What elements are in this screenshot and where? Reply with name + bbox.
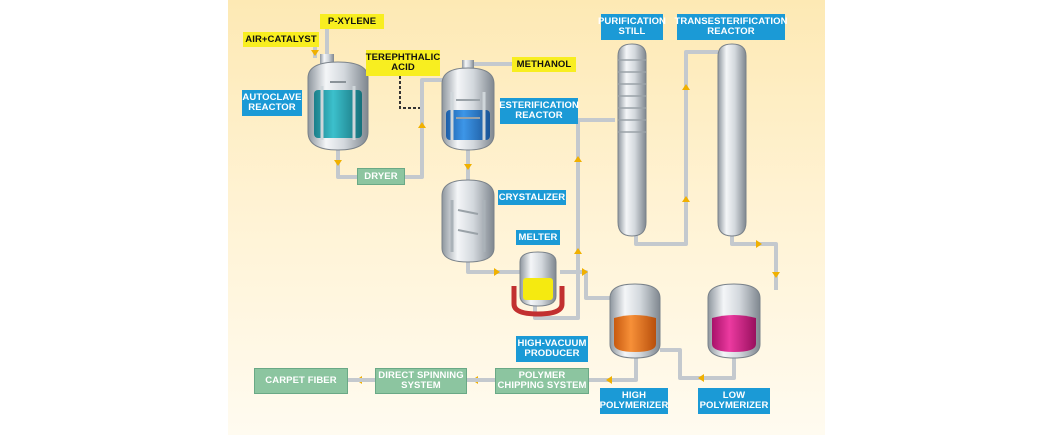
flow-arrow <box>464 164 472 170</box>
flow-arrow <box>574 248 582 254</box>
crystalizer-vessel <box>441 179 495 263</box>
esterification-reactor-label: ESTERIFICATION REACTOR <box>499 98 579 124</box>
purification-still-label: PURIFICATION STILL <box>598 14 666 40</box>
p-xylene-label: P-XYLENE <box>320 14 384 29</box>
dryer-box: DRYER <box>357 168 405 185</box>
high-vacuum-producer-label: HIGH-VACUUM PRODUCER <box>516 336 588 362</box>
autoclave-reactor-vessel <box>307 54 369 151</box>
esterification-reactor-vessel <box>441 60 495 151</box>
carpet-fiber-box: CARPET FIBER <box>254 368 348 394</box>
pipe-terephthalic-dashed <box>399 76 420 109</box>
melter-label: MELTER <box>516 230 560 245</box>
flow-arrow <box>772 272 780 278</box>
pipe-still-to-transesterification <box>634 50 718 246</box>
polymer-chipping-system-box: POLYMER CHIPPING SYSTEM <box>495 368 589 394</box>
pipe-melter-to-high <box>560 270 610 300</box>
high-polymerizer-vessel <box>609 283 661 359</box>
flow-arrow <box>494 268 500 276</box>
flow-arrow <box>682 84 690 90</box>
flow-arrow <box>334 160 342 166</box>
pipe-high-to-chipping <box>588 356 638 382</box>
flow-arrow <box>574 156 582 162</box>
autoclave-reactor-label: AUTOCLAVE REACTOR <box>242 90 302 116</box>
low-polymerizer-label: LOW POLYMERIZER <box>698 388 770 414</box>
flow-arrow <box>418 122 426 128</box>
air-catalyst-label: AIR+CATALYST <box>243 32 319 47</box>
flow-arrow <box>756 240 762 248</box>
low-polymerizer-vessel <box>707 283 761 359</box>
pipe-transesterification-to-low <box>730 232 778 290</box>
pipe-high-to-low <box>660 348 736 380</box>
methanol-label: METHANOL <box>512 57 576 72</box>
flow-arrow <box>682 196 690 202</box>
transesterification-reactor-label: TRANSESTERIFICATION REACTOR <box>674 14 787 40</box>
flow-arrow <box>582 268 588 276</box>
direct-spinning-system-box: DIRECT SPINNING SYSTEM <box>375 368 467 394</box>
melter-vessel <box>511 251 565 317</box>
purification-still-column <box>617 43 647 237</box>
pipe-crystalizer-to-melter <box>466 262 520 274</box>
pipe-dryer-to-esterification <box>404 78 444 179</box>
flow-arrow <box>698 374 704 382</box>
pipes <box>313 28 778 382</box>
pipe-autoclave-to-dryer <box>336 148 357 179</box>
flow-arrow <box>311 50 319 56</box>
flow-arrows <box>311 50 780 384</box>
transesterification-reactor-column <box>717 43 747 237</box>
crystalizer-label: CRYSTALIZER <box>498 190 566 205</box>
terephthalic-acid-label: TEREPHTHALIC ACID <box>366 50 440 76</box>
flow-arrow <box>606 376 612 384</box>
pipe-melter-vacuum <box>533 118 615 320</box>
high-polymerizer-label: HIGH POLYMERIZER <box>600 388 668 414</box>
